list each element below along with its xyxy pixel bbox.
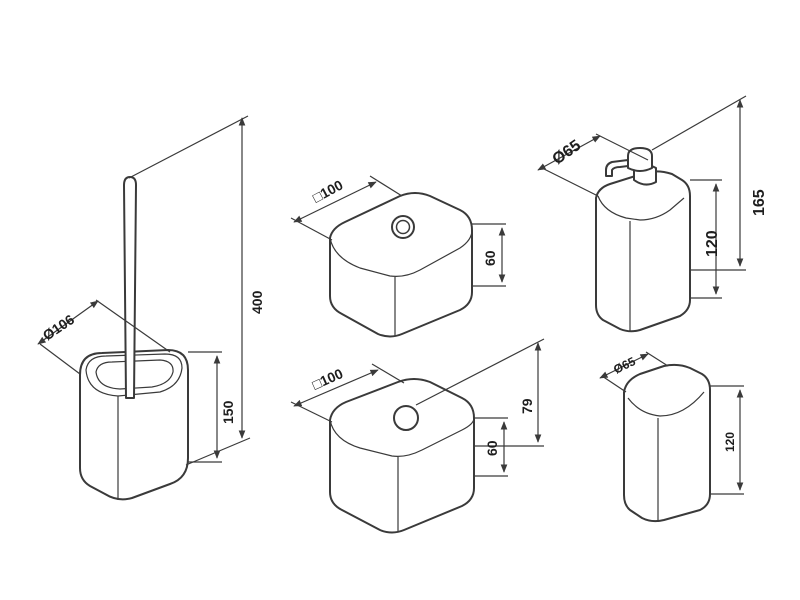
- brush-dimension-lines: [37, 115, 251, 466]
- tumbler-height-label: 120: [723, 432, 737, 452]
- soap-body-height-label: 120: [704, 230, 721, 257]
- box-tall-dimension-lines: [290, 338, 545, 477]
- toilet-brush-drawing: [79, 176, 189, 501]
- brush-total-height-label: 400: [249, 290, 265, 314]
- soap-total-height-label: 165: [751, 189, 768, 216]
- box-tall-total-height-label: 79: [519, 398, 535, 414]
- soap-dispenser-dimension-lines: [537, 95, 747, 299]
- brush-diameter-label: Ø106: [40, 311, 78, 344]
- box-tall-drawing: [329, 378, 475, 534]
- box-small-height-label: 60: [482, 250, 498, 266]
- box-tall-height-label: 60: [484, 440, 500, 456]
- box-small-dimension-lines: [290, 175, 506, 287]
- tumbler-dimension-lines: [599, 351, 744, 495]
- tumbler-drawing: [623, 363, 711, 523]
- box-small-drawing: [329, 192, 473, 338]
- soap-diameter-label: Ø65: [550, 137, 585, 168]
- tumbler-diameter-label: Ø65: [611, 354, 638, 377]
- box-small-side-label: □100: [310, 176, 346, 205]
- brush-holder-height-label: 150: [220, 400, 236, 424]
- soap-dispenser-drawing: [595, 147, 691, 333]
- box-tall-side-label: □100: [310, 365, 346, 393]
